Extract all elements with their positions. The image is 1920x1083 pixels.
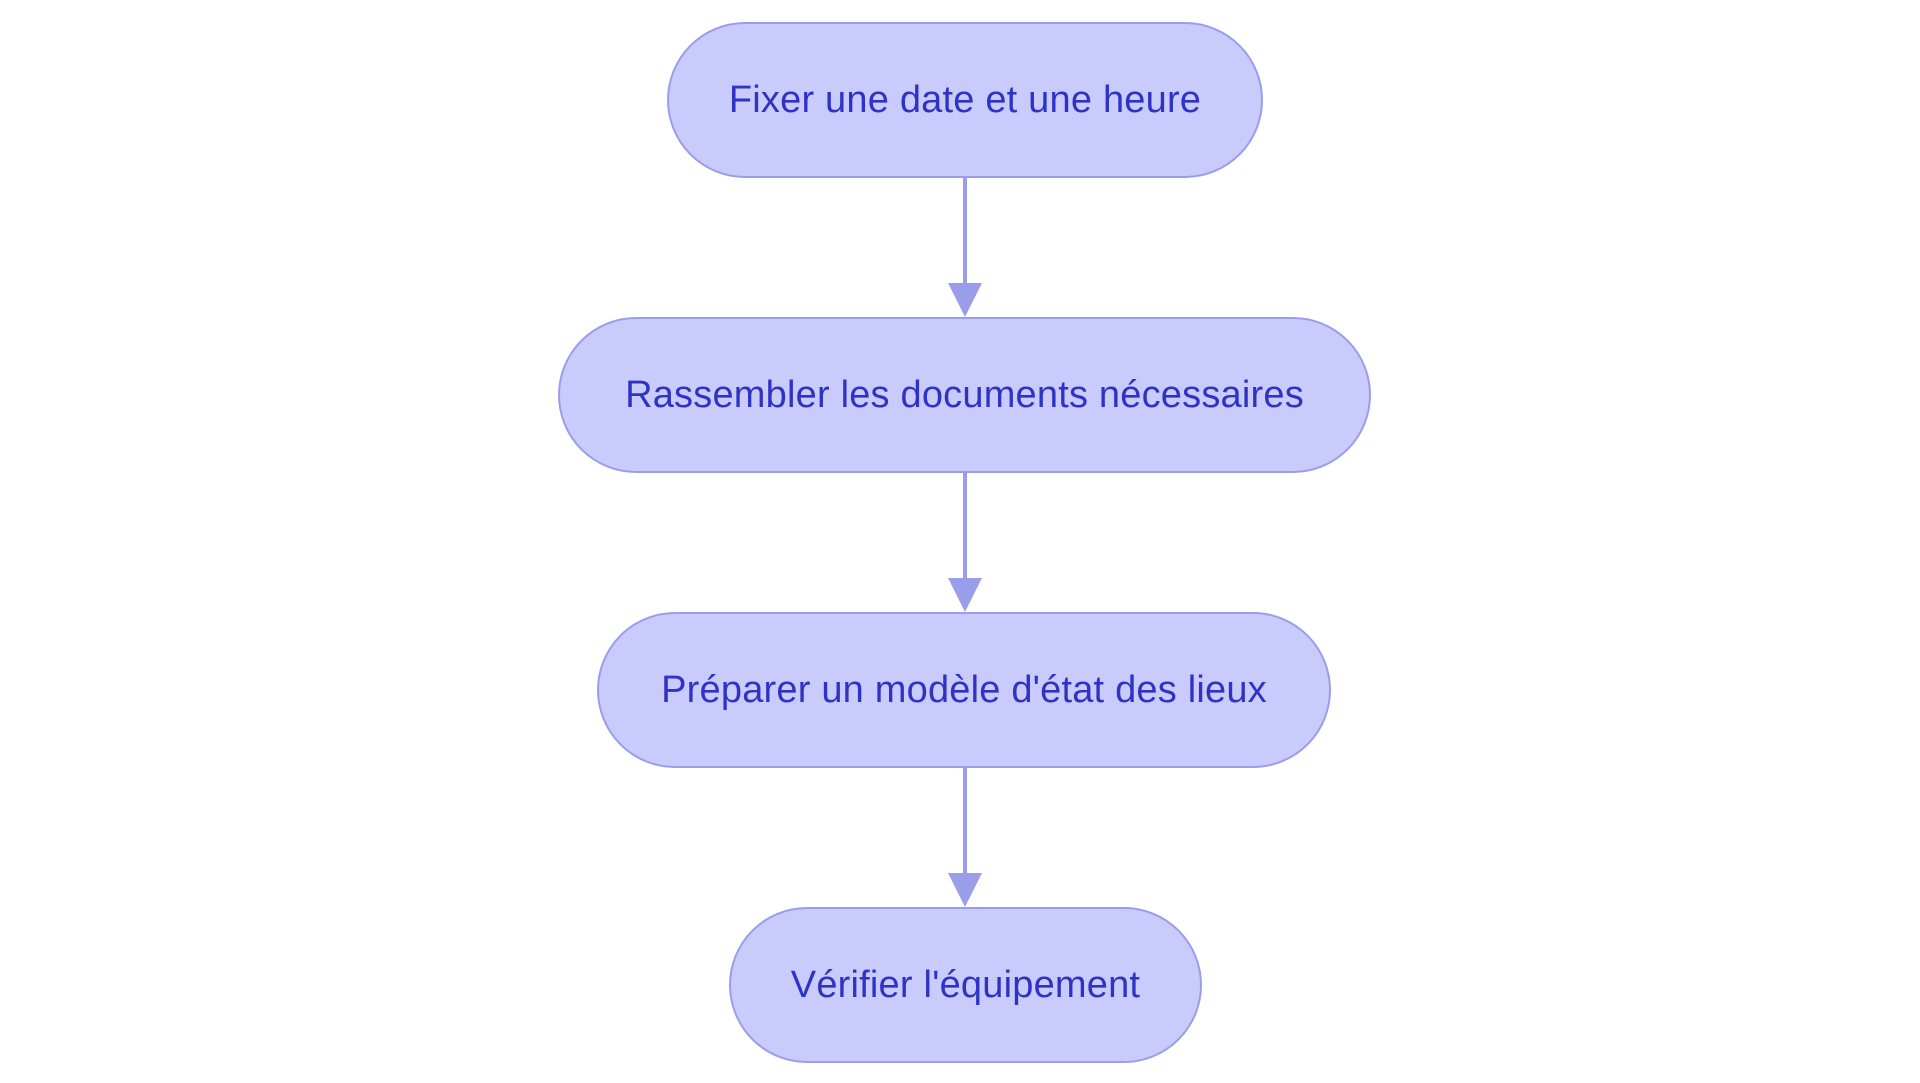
flow-step-prepare-template[interactable]: Préparer un modèle d'état des lieux — [597, 612, 1331, 768]
flow-step-gather-documents[interactable]: Rassembler les documents nécessaires — [558, 317, 1371, 473]
flow-step-label: Rassembler les documents nécessaires — [625, 373, 1304, 416]
flow-step-label: Vérifier l'équipement — [790, 963, 1141, 1006]
arrow-2-to-3 — [948, 473, 982, 612]
flow-step-check-equipment[interactable]: Vérifier l'équipement — [729, 907, 1202, 1063]
flow-step-label: Préparer un modèle d'état des lieux — [661, 668, 1267, 711]
arrow-1-to-2 — [948, 178, 982, 317]
flow-step-label: Fixer une date et une heure — [728, 78, 1202, 121]
flow-step-set-date-time[interactable]: Fixer une date et une heure — [667, 22, 1263, 178]
arrow-3-to-4 — [948, 768, 982, 907]
